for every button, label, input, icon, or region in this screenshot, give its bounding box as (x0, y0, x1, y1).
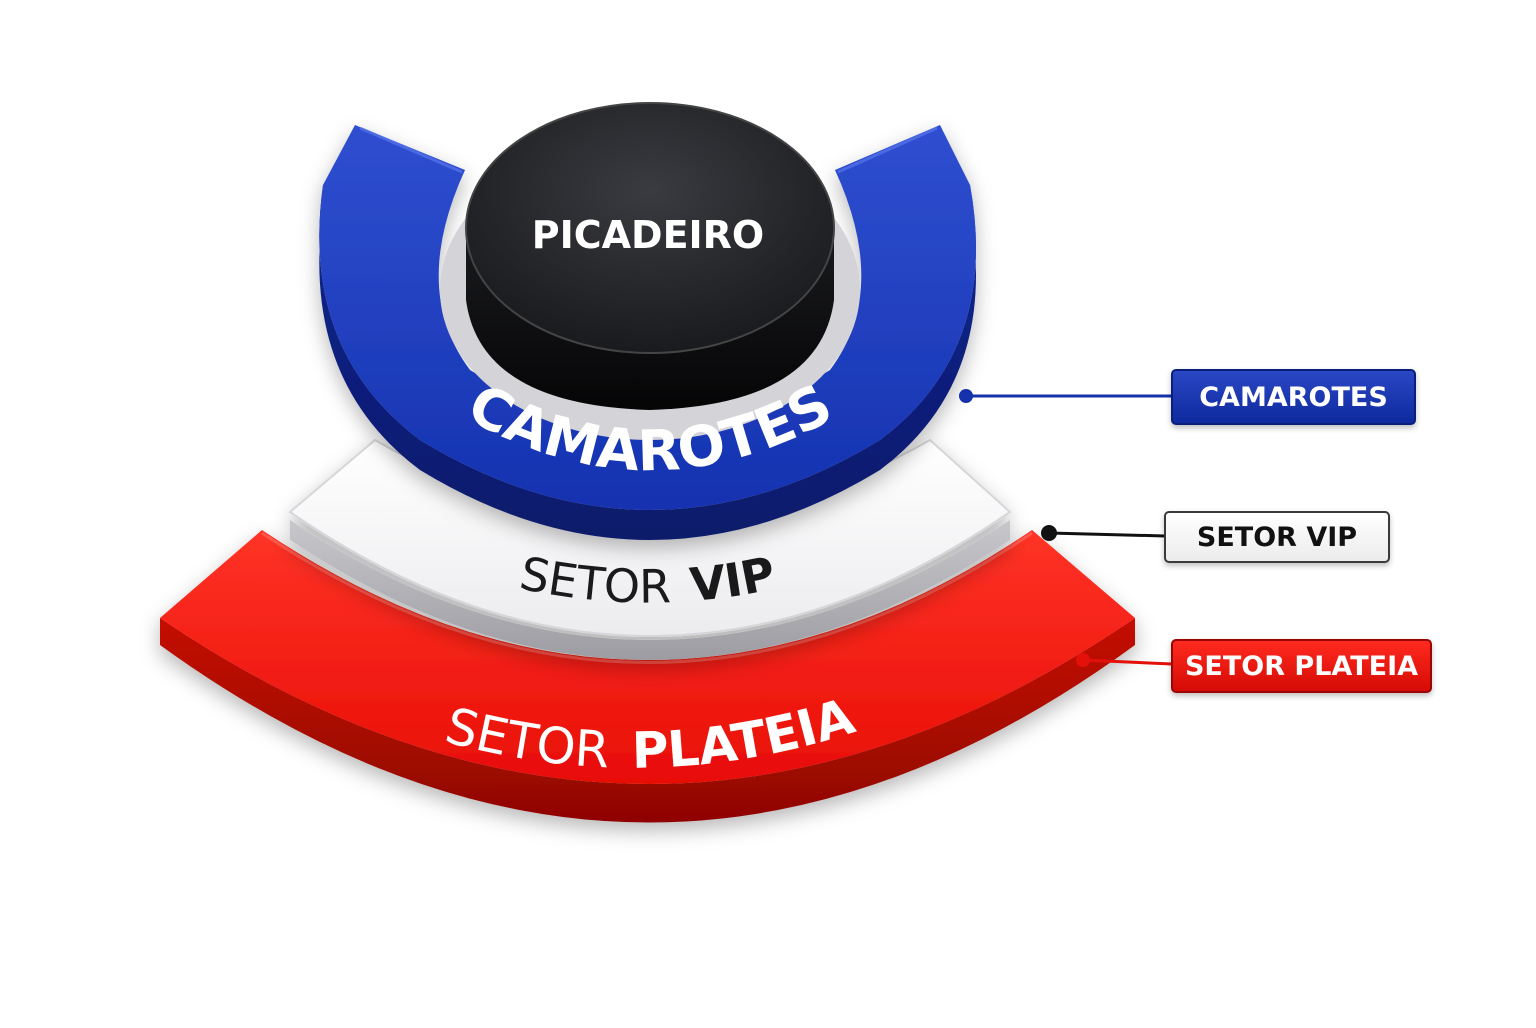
picadeiro-label: PICADEIRO (532, 213, 765, 257)
plateia-side (160, 618, 1135, 823)
camarotes-connector-dot (959, 389, 973, 403)
plateia-connector-dot (1076, 653, 1090, 667)
camarotes-callout[interactable]: CAMAROTES (1171, 369, 1416, 425)
vip-connector-line (1048, 531, 1166, 538)
vip-side (290, 520, 1010, 660)
plateia-connector-line (1082, 658, 1173, 666)
picadeiro-stage[interactable] (440, 102, 860, 440)
setor-plateia-section[interactable] (160, 530, 1135, 823)
plateia-top (160, 530, 1135, 784)
setor-vip-label-bold: VIP (687, 546, 779, 612)
vip-connector-dot (1041, 525, 1057, 541)
camarotes-section[interactable] (319, 125, 977, 540)
setor-plateia-callout[interactable]: SETOR PLATEIA (1171, 639, 1432, 693)
setor-vip-callout[interactable]: SETOR VIP (1164, 511, 1390, 563)
camarotes-top (319, 125, 977, 510)
picadeiro-top (465, 102, 835, 354)
connectors (959, 389, 1173, 667)
